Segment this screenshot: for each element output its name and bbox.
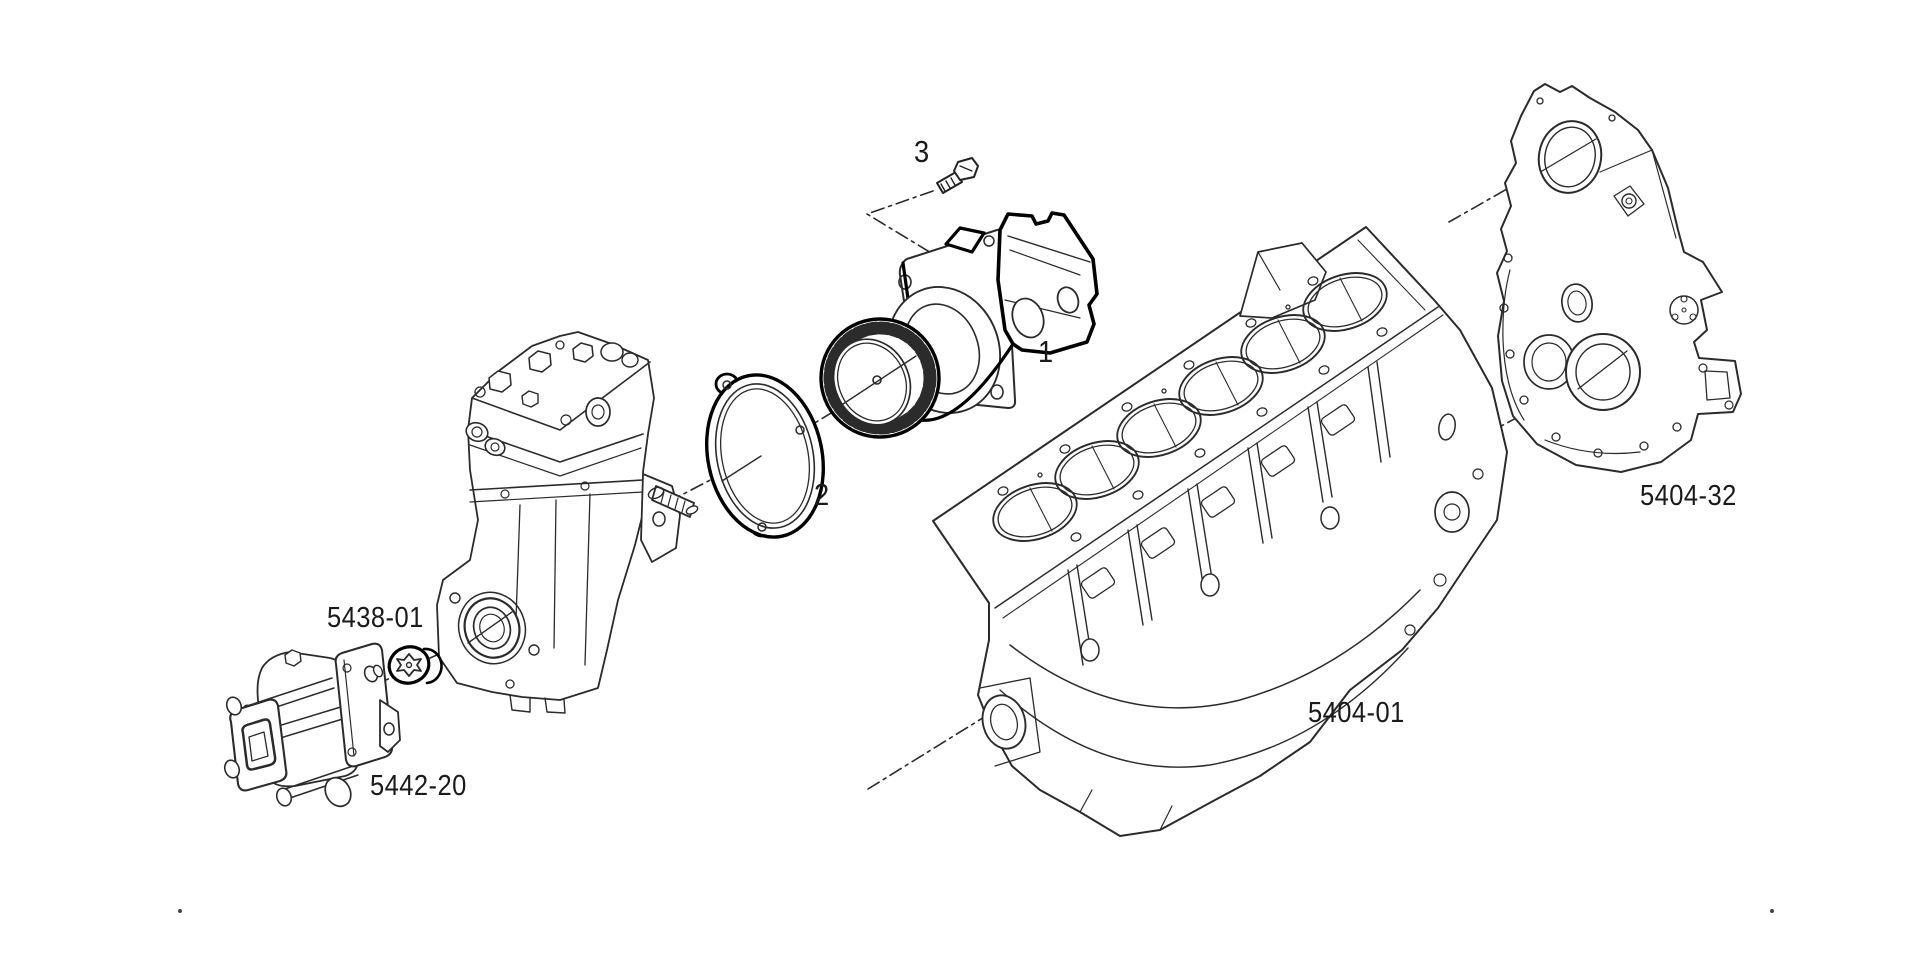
side-windows [1080, 404, 1356, 599]
cover-upper-leader [1448, 184, 1515, 223]
timing-cover-drawing [1496, 83, 1742, 473]
page-dot-right [1770, 909, 1774, 913]
part-number-cylinder-block: 5404-01 [1308, 697, 1405, 729]
cover-bolt-holes [1499, 97, 1682, 458]
engine-block-drawing [932, 226, 1508, 837]
callout-2-label: 2 [814, 477, 830, 512]
power-steering-pump-drawing [223, 642, 401, 808]
part-number-air-compressor: 5438-01 [327, 602, 424, 634]
callout-1-label: 1 [1038, 334, 1054, 369]
callout-3-label: 3 [914, 134, 930, 169]
block-front-leader [867, 705, 1003, 790]
auxiliary-drive-assembly-drawing [819, 211, 1099, 439]
page-dot-left [178, 909, 182, 913]
deck-bolt-holes [997, 276, 1388, 542]
coupling-drawing [387, 645, 443, 685]
callout-3-leader [866, 190, 934, 255]
bolt-drawing [936, 157, 979, 194]
cylinder-bores [992, 272, 1388, 542]
gasket-drawing [704, 372, 826, 539]
part-number-power-steering-pump: 5442-20 [370, 770, 467, 802]
part-number-timing-gear-case: 5404-32 [1640, 480, 1737, 512]
air-compressor-drawing [436, 331, 699, 714]
